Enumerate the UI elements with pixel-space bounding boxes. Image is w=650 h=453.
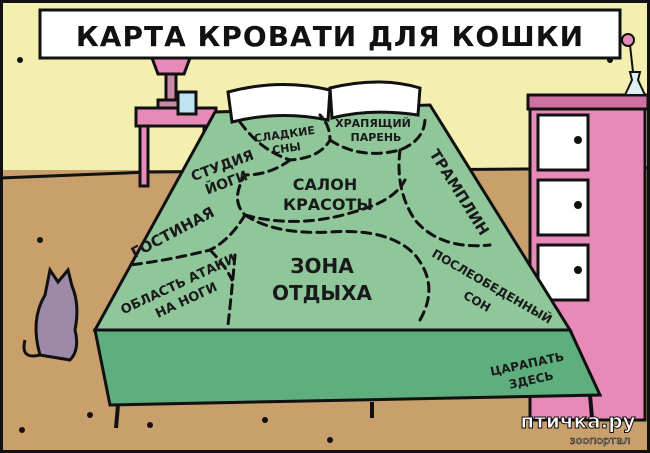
pillow-right: [328, 80, 422, 120]
zone-beauty-salon-line2: КРАСОТЫ: [283, 195, 373, 214]
bed-legs: [114, 394, 594, 429]
zone-sweet-dreams-line2: СНЫ: [271, 140, 301, 157]
bed-top: [92, 103, 573, 332]
zone-borders: [128, 113, 492, 327]
zone-rest-area-line1: ЗОНА: [290, 254, 354, 278]
floor-dots: [17, 57, 613, 443]
zone-rest-area-line2: ОТДЫХА: [272, 281, 373, 305]
zone-snoring-guy: ХРАПЯЩИЙ ПАРЕНЬ: [335, 117, 411, 144]
watermark-tagline: зоопортал: [570, 434, 630, 447]
title: КАРТА КРОВАТИ ДЛЯ КОШКИ: [76, 20, 584, 53]
title-banner: [38, 8, 622, 60]
zone-beauty-salon-line1: САЛОН: [293, 175, 357, 194]
watermark-site: птичка.ру: [520, 409, 635, 433]
pillow-left: [226, 82, 332, 124]
zone-snoring-guy-line2: ПАРЕНЬ: [351, 131, 402, 144]
baseboard-line: [0, 166, 650, 180]
zone-rest-area: ЗОНА ОТДЫХА: [272, 254, 373, 305]
zone-snoring-guy-line1: ХРАПЯЩИЙ: [335, 117, 411, 130]
vase: [621, 33, 647, 96]
zone-beauty-salon: САЛОН КРАСОТЫ: [283, 175, 373, 214]
watermark: птичка.ру зоопортал: [520, 409, 636, 448]
glass: [176, 90, 198, 116]
cat: [22, 266, 79, 362]
